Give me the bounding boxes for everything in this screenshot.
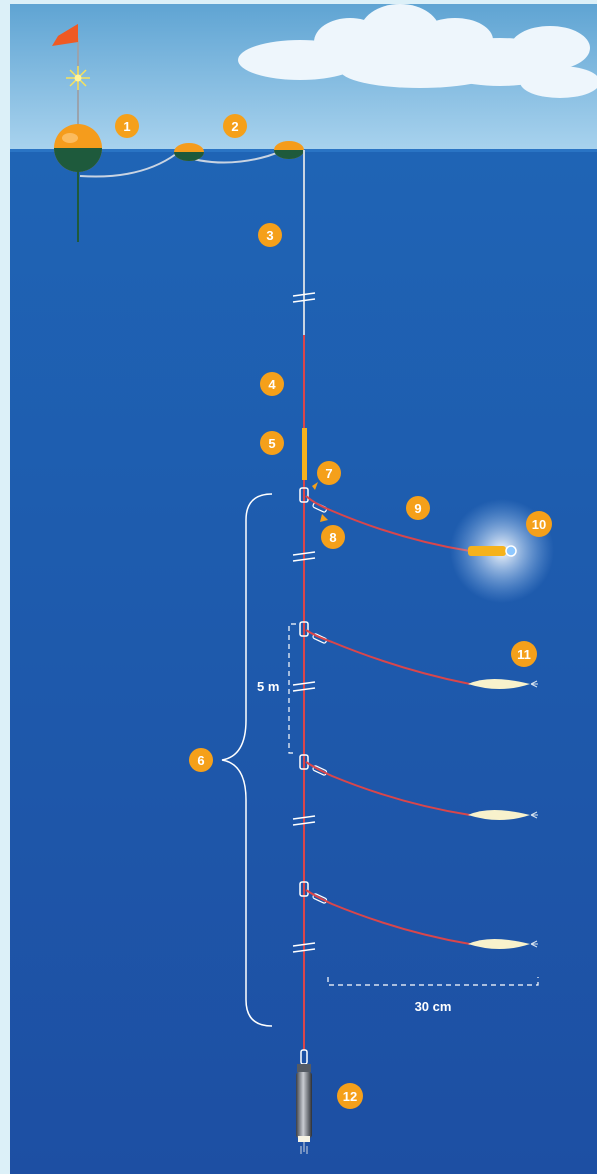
svg-text:1: 1: [123, 119, 130, 134]
svg-text:3: 3: [266, 228, 273, 243]
line-break-mark: [292, 815, 316, 826]
svg-text:10: 10: [532, 517, 546, 532]
branchline: [299, 754, 538, 820]
swivel-icon: [299, 621, 309, 637]
section-bracket: [221, 493, 273, 1027]
dimension-5m-label: 5 m: [257, 679, 279, 694]
svg-text:4: 4: [268, 377, 276, 392]
svg-text:6: 6: [197, 753, 204, 768]
pointer-8: [320, 514, 328, 522]
badge-6: 6: [189, 748, 213, 772]
svg-text:12: 12: [343, 1089, 357, 1104]
weight-icon: [296, 1049, 312, 1154]
badge-11: 11: [511, 641, 537, 667]
svg-text:9: 9: [414, 501, 421, 516]
badge-4: 4: [260, 372, 284, 396]
squid-bait-icon: [468, 810, 530, 820]
strobe-light-icon: [66, 66, 90, 90]
lightstick-holder: [302, 428, 307, 480]
float-icon: [174, 143, 204, 161]
dimension-5m-line: [288, 623, 296, 754]
line-break-mark: [292, 681, 316, 692]
badge-5: 5: [260, 431, 284, 455]
squid-bait-icon: [468, 679, 530, 689]
lightstick-icon: [468, 546, 506, 556]
line-break-mark: [292, 292, 316, 303]
badge-7: 7: [317, 461, 341, 485]
badge-8: 8: [321, 525, 345, 549]
cloud: [238, 4, 597, 98]
svg-text:11: 11: [517, 647, 531, 662]
line-break-mark: [292, 942, 316, 953]
svg-text:5: 5: [268, 436, 275, 451]
badge-2: 2: [223, 114, 247, 138]
badge-10: 10: [526, 511, 552, 537]
squid-bait-icon: [468, 939, 530, 949]
float-icon: [274, 141, 304, 159]
buoy-icon: [54, 124, 102, 172]
pointer-7: [312, 482, 318, 490]
clip-icon: [312, 633, 328, 644]
badge-3: 3: [258, 223, 282, 247]
branchline: [299, 621, 538, 689]
branchline: [299, 881, 538, 949]
swivel-icon: [299, 754, 309, 770]
badge-1: 1: [115, 114, 139, 138]
dimension-30cm-label: 30 cm: [415, 999, 452, 1014]
swivel-icon: [299, 487, 309, 503]
badge-9: 9: [406, 496, 430, 520]
badge-12: 12: [337, 1083, 363, 1109]
line-break-mark: [292, 551, 316, 562]
svg-text:8: 8: [329, 530, 336, 545]
svg-text:7: 7: [325, 466, 332, 481]
svg-text:2: 2: [231, 119, 238, 134]
swivel-icon: [299, 881, 309, 897]
dimension-30cm-line: [327, 977, 539, 986]
